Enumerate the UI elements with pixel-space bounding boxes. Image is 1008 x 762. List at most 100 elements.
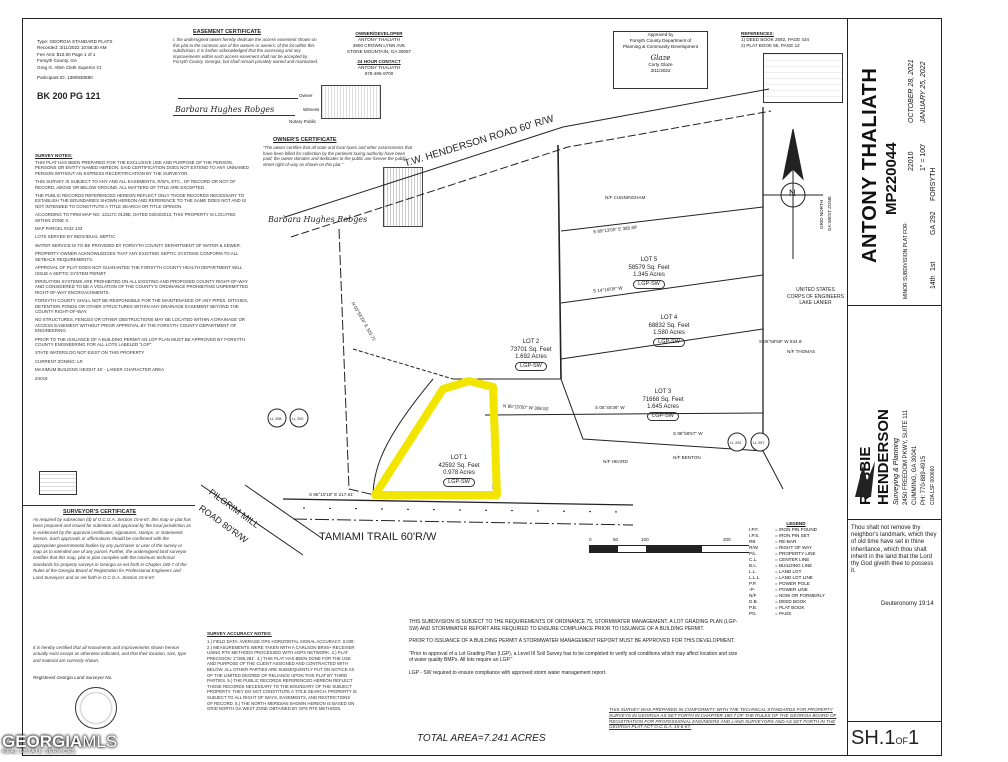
lot-5-sqft: 58579 Sq. Feet: [628, 264, 670, 271]
legend-title: LEGEND: [786, 521, 806, 526]
easement-signature-line: [173, 115, 295, 116]
owner-cert-title: OWNER'S CERTIFICATE: [273, 137, 337, 143]
tamiami-road-edge-2: [292, 518, 634, 526]
reference-2: 2) PLAT BOOK 55, PAGE 12: [741, 43, 800, 48]
approval-line1: Approved by: [647, 32, 674, 37]
notes-title: SURVEY NOTES:: [35, 153, 73, 158]
legend-key: I.P.S.: [749, 533, 760, 538]
north-label-1: GRID NORTH: [819, 199, 824, 229]
recorded-clerk: Greg G. Allen Clerk Superior Ct: [37, 64, 102, 70]
lot1-west-curve: [372, 378, 434, 498]
recorded-fee: Fee Amt: $10.00 Page 1 of 1: [37, 51, 96, 57]
approval-signature: Glaze: [650, 54, 671, 62]
legend-key: N/F: [749, 593, 757, 598]
neighbors-line: [560, 378, 764, 452]
lot-1-name: LOT 1: [450, 455, 468, 461]
legend-row: L.L.= LAND LOT: [749, 569, 843, 575]
references-block: REFERENCES: 1) DEED BOOK 2592, PAGE 434 …: [741, 31, 809, 49]
legend-value: = LAND LOT LINE: [775, 575, 813, 580]
scale-tick-3: 200: [723, 537, 731, 542]
legend-key: C.L.: [749, 557, 758, 562]
watermark-mls: MLS: [82, 732, 118, 751]
note-7: WATER SERVICE IS TO BE PROVIDED BY FORSY…: [35, 242, 241, 248]
recorded-type: Type: GEORGIA STANDARD PLATS: [37, 39, 113, 44]
easement-signature-cursive: Barbara Hughes Robges: [175, 105, 275, 114]
legend-key: -P-: [749, 587, 756, 592]
north-arrow-icon: [763, 128, 823, 259]
neighbor-cunningham: N/F CUNNINGHAM: [605, 195, 646, 200]
legend-row: I.P.F.= IRON PIN FOUND: [749, 527, 843, 533]
stormwater-block: THIS SUBDIVISION IS SUBJECT TO THE REQUI…: [409, 619, 739, 676]
surveyor-text: As required by subsection (d) of O.C.G.A…: [33, 517, 191, 580]
lot-5-tag: LGP-SW: [633, 279, 665, 289]
lot-4-acres: 1.580 Acres: [653, 330, 685, 336]
usace-1: UNITED STATES: [796, 287, 835, 293]
easement-notary-label: Notary Public: [289, 119, 317, 124]
notary-seal-2: [383, 167, 423, 227]
ll-292-label-b: LL 292: [730, 441, 742, 445]
legend-row: I.P.S. = IRON PIN SET: [749, 533, 843, 539]
note-16: MAXIMUM BUILDING HEIGHT 45' - LANIER CHA…: [35, 367, 165, 373]
developer-title: OWNER/DEVELOPER: [355, 31, 403, 36]
north-label-2: GA WEST ZONE: [827, 196, 832, 231]
legend-value: = POWER POLE: [775, 581, 810, 586]
plat-sheet: Type: GEORGIA STANDARD PLATS Recorded: 3…: [22, 18, 942, 756]
legend-row: P.P.= POWER POLE: [749, 581, 843, 587]
lot-4-name: LOT 4: [660, 315, 678, 321]
lot-1-sqft: 42592 Sq. Feet: [438, 462, 480, 469]
ll-292-label-a: LL 292: [292, 417, 304, 421]
usace-3: LAKE LANIER: [799, 300, 832, 306]
lot-5-name: LOT 5: [640, 257, 658, 263]
lot-3-label: LOT 3 71668 Sq. Feet 1.645 Acres LGP-SW: [635, 389, 691, 421]
legend-row: PG.= PAGE: [749, 611, 843, 617]
developer-block: OWNER/DEVELOPER ANTONY THALIATH 3900 CRO…: [346, 31, 412, 77]
note-11: FORSYTH COUNTY SHALL NOT BE RESPONSIBLE …: [35, 298, 249, 314]
note-8: PROPERTY OWNER ACKNOWLEDGES THAT ANY EXI…: [35, 251, 239, 262]
note-1: THIS PLAT HAS BEEN PREPARED FOR THE EXCL…: [35, 160, 249, 176]
easement-text: I, the undersigned owner hereby dedicate…: [173, 37, 319, 65]
legend-row: P.B.= PLAT BOOK: [749, 605, 843, 611]
legend-key: R/W: [749, 545, 758, 550]
lot-2-sqft: 73701 Sq. Feet: [510, 346, 552, 353]
driveway-1: [352, 348, 454, 380]
legend-value: = IRON PIN SET: [775, 533, 810, 538]
legend-row: C.L. = CENTER LINE: [749, 557, 843, 563]
bearing-4: S 88°58'57" W: [673, 431, 703, 436]
conformity-statement: THIS SURVEY WAS PREPARED IN CONFORMITY W…: [609, 707, 837, 730]
note-14: STATE WATERS DO NOT EXIST ON THIS PROPER…: [35, 350, 145, 356]
ll-257-label: LL 257: [753, 441, 765, 445]
legend-row: -P-= POWER LINE: [749, 587, 843, 593]
legend-row: L.L.L.= LAND LOT LINE: [749, 575, 843, 581]
lot-3-name: LOT 3: [654, 389, 672, 395]
scripture-ref: Deuteronomy 19:14: [881, 601, 934, 607]
participant-id: Participant ID: 1380930880: [37, 75, 93, 81]
legend-key: I.P.F.: [749, 527, 759, 532]
approval-line3: Planning & Community Development: [622, 44, 699, 49]
bearing-tamiami: S 86°10'18" E 217.61': [309, 492, 354, 497]
legend-key: P.B.: [749, 605, 758, 610]
legend-value: = PAGE: [775, 611, 792, 616]
neighbor-heard: N/F HEARD: [603, 459, 628, 464]
stormwater-4: LGP - SW required to ensure compliance w…: [409, 669, 607, 676]
legend-value: = BUILDING LINE: [775, 563, 813, 568]
lot-3-acres: 1.645 Acres: [647, 404, 679, 410]
note-3: THE PUBLIC RECORDS REFERENCED HEREON REF…: [35, 193, 247, 209]
stormwater-2: PRIOR TO ISSUANCE OF A BUILDING PERMIT A…: [409, 638, 735, 644]
bearing-3: S 05°45'36" W: [595, 405, 625, 410]
firm-divider: [847, 519, 941, 520]
scale-tick-0: 0: [589, 537, 592, 542]
lot-5-acres: 1.345 Acres: [633, 272, 665, 278]
legend-value: = CENTER LINE: [775, 557, 810, 562]
bearing-5: S 06°58'59" W 834.6': [759, 339, 803, 344]
easement-witness-label: Witness: [303, 107, 320, 112]
legend-key: P/L: [749, 551, 756, 556]
note-13: PRIOR TO THE ISSUANCE OF A BUILDING PERM…: [35, 336, 246, 347]
legend-value: = PROPERTY LINE: [775, 551, 816, 556]
developer-name: ANTONY THALIATH: [357, 37, 401, 42]
legend-row: D.B.= DEED BOOK: [749, 599, 843, 605]
lot-4-sqft: 68832 Sq. Feet: [648, 322, 690, 329]
surveyor-registration: Registered Georgia Land Surveyor No.: [33, 675, 113, 680]
north-letter: N: [789, 188, 796, 198]
developer-addr1: 3900 CROWN LYNN AVE: [352, 43, 406, 48]
